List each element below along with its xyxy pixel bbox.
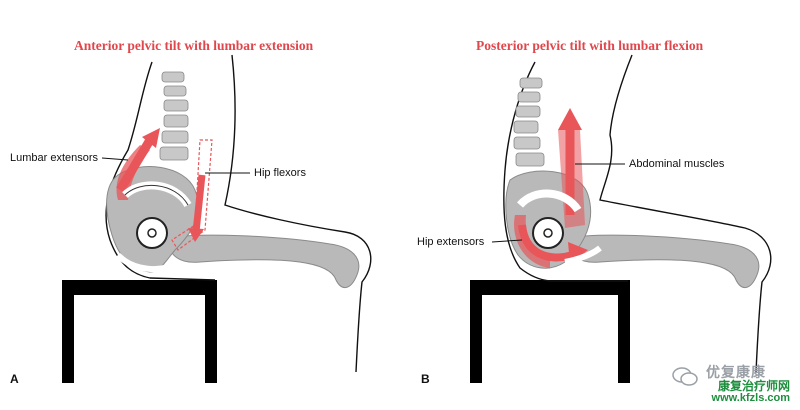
label-lumbar-extensors: Lumbar extensors	[10, 152, 99, 164]
femur-b	[567, 234, 760, 288]
hip-flexors-muscle-a	[171, 139, 213, 251]
panel-a-letter: A	[10, 372, 19, 386]
label-abdominal-muscles: Abdominal muscles	[629, 158, 725, 170]
rotation-arrow-bottom-b	[564, 245, 602, 265]
panel-b-illustration	[470, 54, 772, 383]
leader-hip-extensors	[491, 239, 523, 243]
label-hip-extensors: Hip extensors	[417, 236, 485, 248]
watermark-brand: 优复康康	[706, 364, 766, 380]
lumbar-extensor-arrow-a	[116, 137, 154, 193]
stool-a	[62, 280, 217, 383]
label-hip-flexors: Hip flexors	[254, 167, 306, 179]
panel-b-letter: B	[421, 372, 430, 386]
panel-a-illustration	[62, 54, 372, 383]
lumbar-spine-a	[159, 71, 189, 161]
wechat-icon	[672, 367, 698, 386]
panel-b-title: Posterior pelvic tilt with lumbar flexio…	[476, 38, 704, 53]
hip-flexor-arrowhead-a	[188, 228, 204, 242]
hip-extensor-arrow-b	[518, 224, 574, 262]
abdominal-arrowhead-b	[558, 108, 582, 130]
leader-lumbar-extensors	[101, 157, 129, 161]
rotation-arrow-bottom-a	[115, 252, 182, 272]
watermark-site: 康复治疗师网	[717, 379, 790, 393]
femur-a	[167, 234, 360, 288]
rotation-arrow-top-b	[517, 189, 582, 213]
rotation-arrow-top-outline-a	[124, 184, 189, 206]
lumbar-spine-b	[513, 77, 545, 167]
watermark-url: www.kfzls.com	[711, 392, 790, 404]
stool-b	[470, 280, 630, 383]
lumbar-extensor-arrowhead-a	[142, 128, 160, 148]
hip-flexor-arrow-a	[192, 174, 206, 233]
panel-a-title: Anterior pelvic tilt with lumbar extensi…	[74, 38, 314, 53]
